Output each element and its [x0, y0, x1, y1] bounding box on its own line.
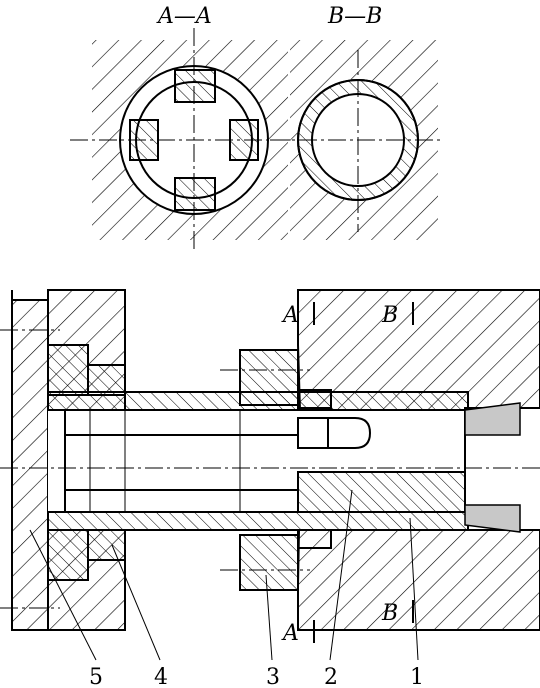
collar-upper — [239, 349, 299, 406]
part-number-3: 3 — [266, 665, 280, 688]
leader-lines — [29, 489, 419, 661]
collar-lower — [239, 534, 299, 591]
part-number-1: 1 — [410, 665, 424, 688]
sleeve-lower-wall — [47, 511, 469, 531]
cone-lower — [464, 504, 521, 533]
section-b-b-view: B—B — [270, 4, 440, 240]
part-number-2: 2 — [324, 665, 338, 688]
key-tip — [297, 417, 372, 449]
cut-mark-b-top: B — [381, 303, 398, 328]
cut-marks: A B B A — [281, 302, 414, 646]
section-a-a-label: A—A — [156, 4, 212, 29]
section-b-b-label: B—B — [327, 4, 382, 29]
nut-lower — [47, 529, 89, 581]
nut-upper — [47, 344, 89, 396]
cone-upper — [464, 402, 521, 436]
cut-mark-a-top: A — [281, 303, 299, 328]
section-a-a-view: A—A — [70, 4, 290, 250]
shaft-key-section — [297, 471, 466, 513]
cut-mark-b-bottom: B — [381, 601, 398, 626]
part-number-4: 4 — [154, 665, 168, 688]
main-section-view — [0, 289, 540, 631]
cut-mark-a-bottom: A — [281, 621, 299, 646]
part-number-5: 5 — [89, 665, 103, 688]
left-plate — [11, 299, 49, 631]
